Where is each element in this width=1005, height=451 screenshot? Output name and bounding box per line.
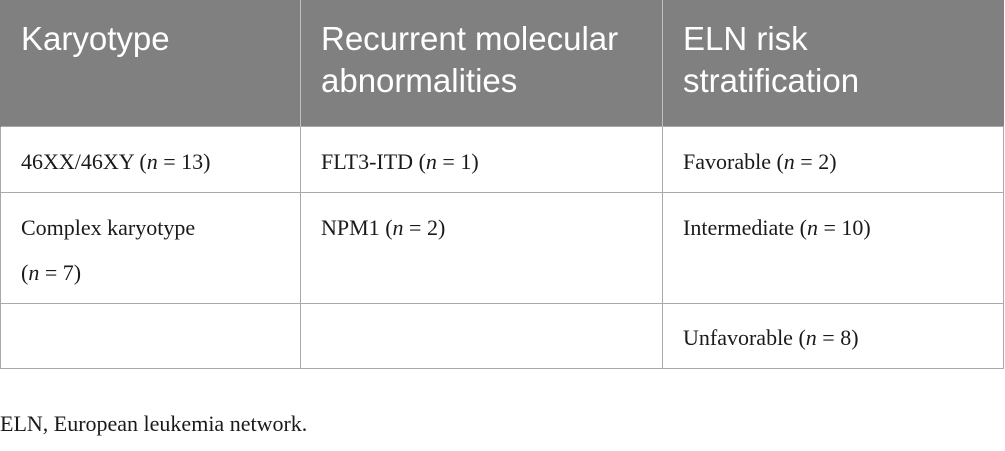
cell-eln-risk: Favorable (n = 2): [662, 125, 1004, 193]
header-eln-risk-stratification: ELN risk stratification: [662, 0, 1004, 126]
header-recurrent-molecular-abnormalities: Recurrent molecular abnormalities: [300, 0, 663, 126]
table-row: Complex karyotype(n = 7) NPM1 (n = 2) In…: [0, 191, 1004, 304]
cell-count: 2: [818, 148, 830, 174]
cell-karyotype: 46XX/46XY (n = 13): [0, 125, 301, 193]
cell-molecular-empty: [300, 302, 663, 369]
table-row: 46XX/46XY (n = 13) FLT3-ITD (n = 1) Favo…: [0, 125, 1004, 193]
n-symbol: n: [807, 214, 818, 240]
n-symbol: n: [805, 324, 817, 350]
cell-karyotype-empty: [0, 302, 301, 369]
header-karyotype: Karyotype: [0, 0, 301, 126]
cell-eln-risk: Intermediate (n = 10): [662, 191, 1004, 304]
n-symbol: n: [783, 148, 795, 174]
n-symbol: n: [28, 259, 40, 285]
table-footnote: ELN, European leukemia network.: [0, 411, 308, 436]
data-table: Karyotype Recurrent molecular abnormalit…: [0, 0, 1004, 369]
cell-count: 8: [840, 324, 852, 350]
cell-count: 1: [460, 148, 472, 174]
cell-label: Favorable: [683, 148, 771, 174]
cell-molecular: NPM1 (n = 2): [300, 191, 663, 304]
header-row: Karyotype Recurrent molecular abnormalit…: [0, 0, 1004, 126]
cell-label: 46XX/46XY: [21, 148, 134, 174]
cell-label: Unfavorable: [683, 324, 793, 350]
n-symbol: n: [392, 214, 404, 240]
cell-label: FLT3-ITD: [321, 148, 414, 174]
cell-eln-risk: Unfavorable (n = 8): [662, 302, 1004, 369]
cell-label: Intermediate: [683, 214, 795, 240]
n-symbol: n: [146, 148, 158, 174]
cell-count: 13: [181, 148, 204, 174]
cell-count: 2: [426, 214, 438, 240]
cell-karyotype: Complex karyotype(n = 7): [0, 191, 301, 304]
cell-count: 10: [841, 214, 864, 240]
table-row: Unfavorable (n = 8): [0, 302, 1004, 369]
cell-count: 7: [62, 259, 74, 285]
cell-label: NPM1: [321, 214, 380, 240]
cell-label: Complex karyotype: [21, 214, 196, 240]
n-symbol: n: [425, 148, 437, 174]
cell-molecular: FLT3-ITD (n = 1): [300, 125, 663, 193]
